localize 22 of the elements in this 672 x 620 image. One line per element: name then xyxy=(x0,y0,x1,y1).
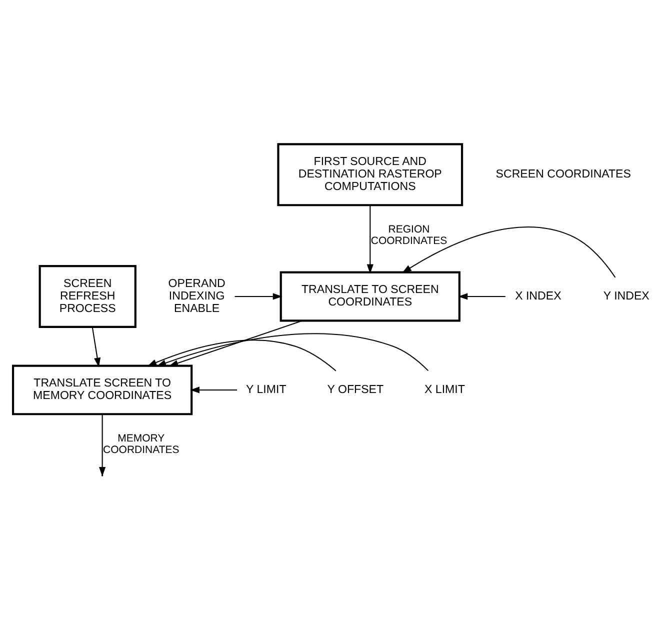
node-box: SCREEN REFRESH PROCESS xyxy=(38,264,136,328)
node-text: Y INDEX xyxy=(603,290,650,302)
node-text: Y OFFSET xyxy=(327,384,384,396)
node-text: X LIMIT xyxy=(424,384,465,396)
node-text: OPERAND INDEXING ENABLE xyxy=(168,278,226,316)
node-box: TRANSLATE TO SCREEN COORDINATES xyxy=(280,271,460,322)
arrow xyxy=(156,333,429,372)
arrow xyxy=(458,293,506,300)
arrow xyxy=(190,386,238,394)
arrow xyxy=(168,320,302,366)
arrow xyxy=(402,226,616,278)
label: SCREEN COORDINATES xyxy=(496,168,631,181)
node-text: X INDEX xyxy=(515,290,562,302)
node-box: TRANSLATE SCREEN TO MEMORY COORDINATES xyxy=(12,364,193,416)
node-text: Y LIMIT xyxy=(246,384,286,396)
edge-label: MEMORY COORDINATES xyxy=(103,432,180,456)
arrow xyxy=(366,205,374,274)
edge-label: REGION COORDINATES xyxy=(370,223,448,247)
arrow xyxy=(147,340,336,372)
arrow xyxy=(92,326,101,368)
arrow xyxy=(234,293,282,300)
node-box: FIRST SOURCE AND DESTINATION RASTEROP COMPUTATIONS xyxy=(277,143,464,206)
